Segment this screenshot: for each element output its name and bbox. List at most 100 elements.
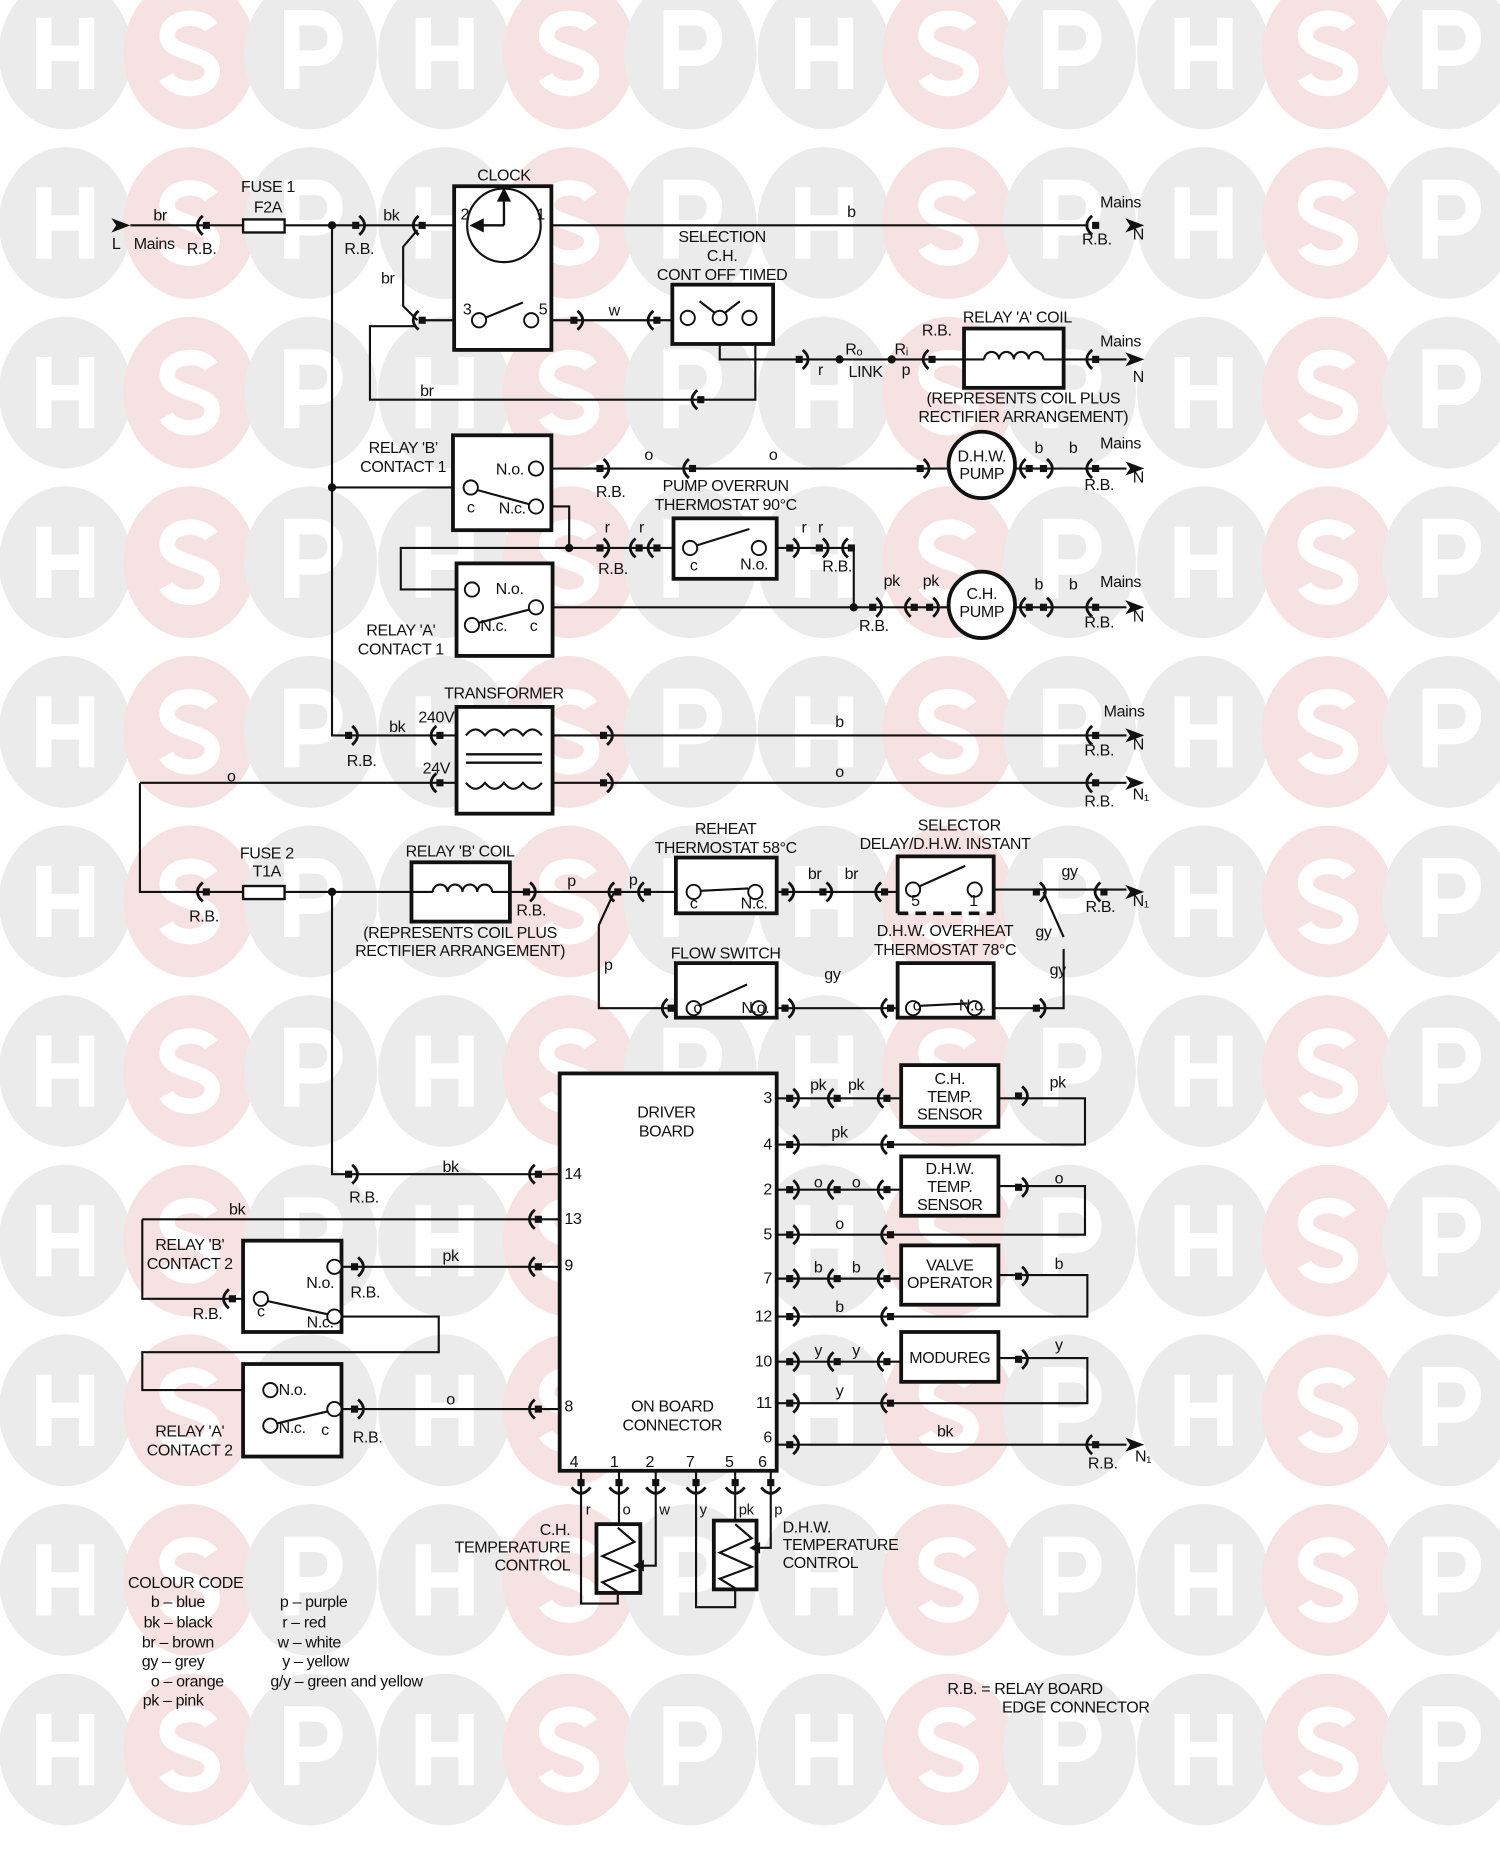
dhw-overheat-title: D.H.W. OVERHEAT [877, 923, 1014, 940]
colour-code-entry: p – purple [280, 1594, 348, 1611]
relay-a-coil-note: RECTIFIER ARRANGEMENT) [918, 409, 1128, 426]
colour-code-entry: w – white [276, 1634, 341, 1651]
wire-label: pk [443, 1248, 461, 1265]
wire-label: gy [1050, 962, 1067, 979]
connector-icon [429, 724, 438, 746]
connector-icon [792, 1351, 801, 1373]
colour-code-entry: b – blue [151, 1594, 206, 1611]
connector-icon [602, 537, 611, 559]
valve-operator-box [899, 1243, 1001, 1307]
dhw-temp-control-label: TEMPERATURE [783, 1537, 899, 1554]
connector-icon [528, 1163, 536, 1185]
connector-icon [608, 1486, 630, 1495]
ch-pump-label: C.H. [967, 586, 998, 603]
connector-pin-icon [652, 1479, 660, 1487]
connector-pin-icon [833, 1094, 841, 1102]
switch-blade-icon [478, 608, 530, 624]
wire-label: pk [1050, 1075, 1068, 1092]
wire-label: r [605, 520, 611, 537]
connector-pin-icon [534, 1405, 542, 1413]
watermark-letter-icon [36, 357, 95, 429]
connector-icon [429, 772, 438, 794]
connector-pin-icon [886, 1399, 895, 1407]
connector-icon [1021, 1265, 1029, 1287]
relay-a-contact1-title: RELAY 'A' [366, 623, 435, 640]
wire [330, 891, 560, 1176]
watermark-letter-icon [795, 1035, 854, 1107]
connector-icon [922, 457, 931, 480]
clock-title: CLOCK [477, 167, 531, 184]
watermark-letter-icon [36, 1374, 95, 1446]
neutral-label: N [1133, 609, 1144, 626]
connector-pin-icon [643, 888, 651, 896]
wire-label: r [818, 362, 824, 379]
connector-icon [876, 1268, 885, 1290]
watermark-letter-icon [1042, 1197, 1102, 1277]
watermark-letter-icon [159, 1537, 220, 1623]
wire [368, 323, 757, 401]
connector-pin-icon [600, 731, 608, 739]
contact-nc: N.c. [959, 998, 986, 1015]
rb-label: R.B. [922, 323, 952, 340]
watermark-letter-icon [538, 349, 600, 436]
colour-code-title: COLOUR CODE [128, 1575, 243, 1592]
watermark-letter-icon [1174, 1374, 1233, 1446]
colour-code-entry: y – yellow [282, 1653, 349, 1670]
rb-label: R.B. [596, 484, 626, 501]
connector-icon [1085, 724, 1094, 746]
connector-pin-icon [534, 1215, 542, 1223]
switch-blade-icon [476, 488, 530, 506]
relay-a-coil-title: RELAY 'A' COIL [963, 310, 1072, 327]
connector-icon [880, 997, 888, 1019]
wire-label: o [835, 1216, 844, 1233]
connector-icon [1021, 1176, 1029, 1198]
connector-pin-icon [886, 1004, 895, 1012]
connector-icon [787, 881, 796, 903]
wire-label: y [1055, 1337, 1063, 1354]
relay-b-contact1-title: RELAY 'B' [369, 440, 438, 457]
connector-icon [1046, 457, 1054, 480]
watermark-letter-icon [1174, 865, 1233, 938]
link-ro: Rₒ [845, 342, 862, 359]
rb-label: R.B. [189, 909, 219, 926]
watermark-letter-icon [1422, 1197, 1481, 1277]
watermark-letter-icon [795, 1374, 854, 1446]
terminal-icon [527, 460, 545, 477]
wire-label: y [814, 1343, 822, 1360]
valve-operator-label: VALVE [926, 1257, 973, 1274]
selection-title: C.H. [707, 248, 738, 265]
relay-b-coil-title: RELAY 'B' COIL [406, 843, 515, 860]
watermark-letter-icon [1174, 357, 1233, 429]
connector-icon [1018, 457, 1027, 480]
connector-icon [528, 1256, 536, 1278]
contact-no: N.o. [741, 1000, 769, 1017]
connector-icon [351, 724, 359, 746]
pin-label: 8 [564, 1398, 573, 1415]
dhw-temp-sensor-box [899, 1154, 1001, 1218]
connector-pin-icon [781, 888, 789, 896]
relay-b-contact2-title: RELAY 'B' [155, 1237, 224, 1254]
neutral-label: N₁ [1135, 1448, 1151, 1465]
selector-terminal: 5 [911, 893, 920, 910]
watermark-letter-icon [1297, 349, 1359, 436]
terminal-icon [252, 1290, 269, 1307]
mains-label: Mains [1100, 574, 1141, 591]
phase-label: L [112, 236, 121, 253]
watermark-letter-icon [538, 1537, 600, 1623]
mains-label: Mains [1100, 333, 1141, 350]
watermark-letter-icon [1174, 1713, 1233, 1786]
connector-pin-icon [436, 731, 444, 739]
watermark-letter-icon [1174, 187, 1233, 259]
watermark-letter-icon [283, 179, 343, 259]
watermark-letter-icon [1042, 1366, 1102, 1446]
connector-icon [602, 457, 611, 480]
wire-label: bk [389, 719, 407, 736]
terminal-icon [711, 309, 728, 326]
switch-blade-icon [484, 301, 524, 319]
rb-label: R.B. [1084, 743, 1114, 760]
connector-icon [1021, 1085, 1029, 1107]
connector-icon [196, 214, 204, 236]
selection-title: SELECTION [678, 229, 765, 246]
colour-code-entry: g/y – green and yellow [270, 1674, 423, 1691]
